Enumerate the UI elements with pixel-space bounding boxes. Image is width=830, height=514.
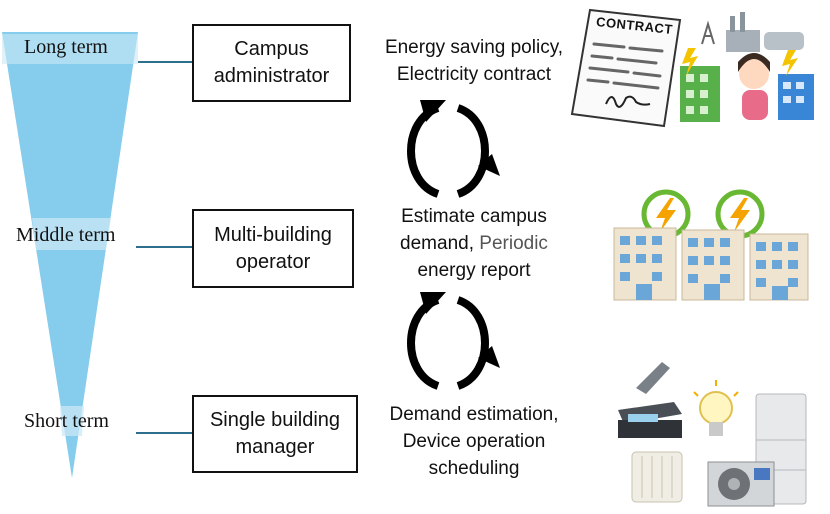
cycle-arrows-lower: [407, 292, 500, 390]
role-box-multi-building-operator: Multi-building operator: [192, 209, 354, 288]
task-text-long-term: Energy saving policy, Electricity contra…: [362, 34, 586, 88]
cycle-arrowhead-left: [420, 100, 446, 122]
task-text-short-term: Demand estimation, Device operation sche…: [358, 401, 590, 482]
funnel-band-middle: [32, 218, 111, 250]
task-mid-line2-b: Periodic: [479, 233, 548, 254]
cycle-arrowhead-right-lower: [478, 346, 500, 368]
funnel-band-short: [60, 406, 84, 436]
light-bulb-icon: [693, 380, 739, 436]
building-2: [681, 229, 745, 301]
cycle-arc-left: [407, 104, 440, 198]
funnel-band-long: [2, 34, 138, 64]
role-box-single-building-manager: Single building manager: [192, 395, 358, 473]
task-bot-line1: Demand estimation,: [389, 404, 559, 425]
role-campus-line1: Campus: [234, 38, 309, 60]
building-3: [749, 233, 809, 301]
cycle-arrows-upper: [407, 100, 500, 198]
cycle-arc-left-lower: [407, 296, 440, 390]
multi-building-icon: [613, 189, 809, 301]
air-conditioner-outdoor-unit-icon: [707, 461, 775, 507]
term-label-middle: Middle term: [16, 224, 116, 246]
role-campus-line2: administrator: [213, 65, 330, 87]
role-box-campus-administrator: Campus administrator: [192, 24, 351, 102]
funnel-shape: [2, 32, 138, 478]
task-bot-line2: Device operation: [402, 431, 546, 452]
role-multi-line2: operator: [235, 250, 311, 273]
task-top-line2: Electricity contract: [396, 64, 552, 85]
cycle-arc-right: [456, 104, 489, 198]
contract-document-icon: CONTRACT: [568, 6, 682, 128]
task-mid-line3: energy report: [417, 260, 531, 281]
oil-heater-icon: [631, 451, 683, 503]
task-bot-line3: scheduling: [428, 458, 520, 479]
role-multi-line1: Multi-building: [214, 223, 332, 246]
printer-icon: [618, 362, 682, 438]
cycle-arc-right-lower: [456, 296, 489, 390]
task-text-middle-term: Estimate campus demand, Periodic energy …: [362, 203, 586, 284]
role-single-line2: manager: [235, 436, 315, 458]
devices-icon: [618, 362, 807, 507]
term-label-short: Short term: [24, 410, 109, 432]
term-label-long: Long term: [24, 36, 108, 58]
task-top-line1: Energy saving policy,: [384, 37, 564, 58]
cycle-arrowhead-right: [478, 154, 500, 176]
task-mid-line2: demand, Periodic: [362, 230, 586, 257]
building-1: [613, 227, 677, 301]
lightning-badge-right: [715, 189, 765, 239]
role-single-line1: Single building: [209, 409, 341, 431]
task-mid-line1: Estimate campus: [401, 206, 547, 227]
task-mid-line2-a: demand,: [400, 233, 480, 254]
cycle-arrowhead-left-lower: [420, 292, 446, 314]
power-plant-person-icon: [680, 12, 814, 122]
